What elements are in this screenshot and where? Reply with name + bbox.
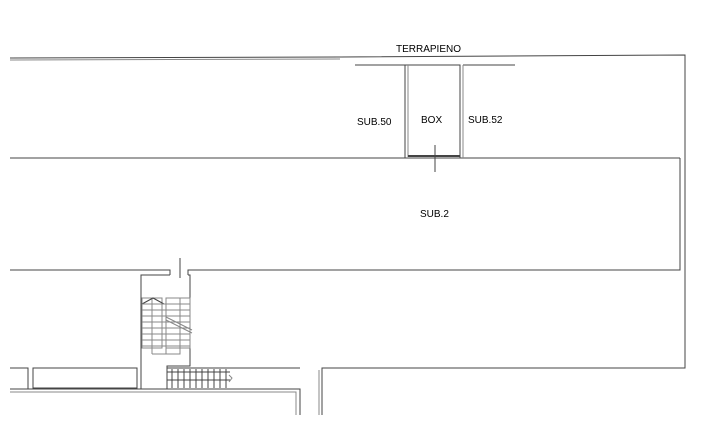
label-sub52: SUB.52 [468,115,503,126]
label-sub2: SUB.2 [420,209,449,220]
outer-walls [9,54,686,415]
bottom-walls [10,367,301,415]
label-box: BOX [421,115,442,126]
box-unit [355,64,515,172]
stairwell [140,258,233,389]
label-terrapieno: TERRAPIENO [396,44,461,55]
label-sub50: SUB.50 [357,117,392,128]
